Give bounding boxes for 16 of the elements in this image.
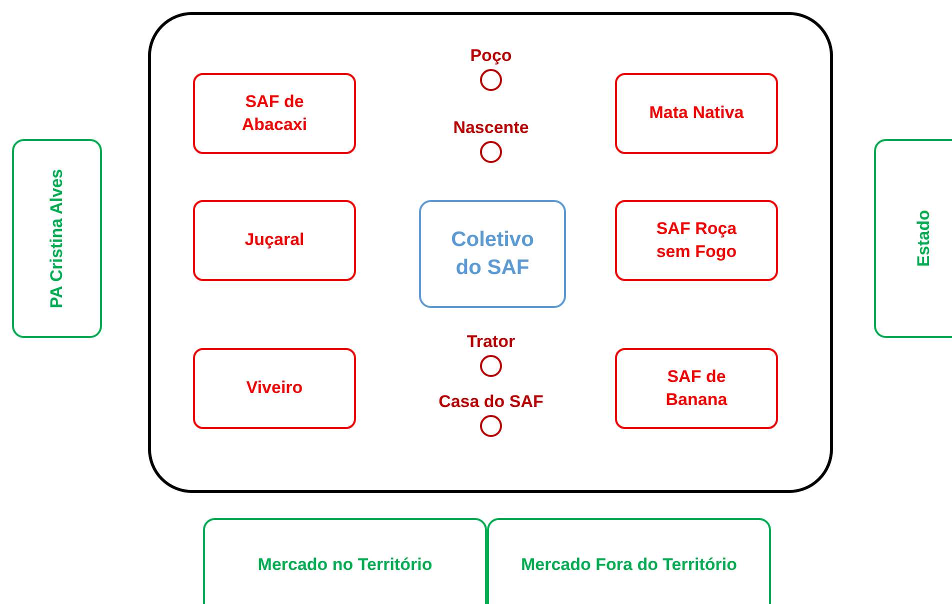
process-box: SAF de Abacaxi (193, 73, 356, 154)
process-box: SAF de Banana (615, 348, 778, 429)
process-box: Viveiro (193, 348, 356, 429)
node-label: Nascente (453, 117, 529, 139)
external-box: Mercado no Território (203, 518, 487, 604)
external-box: Mercado Fora do Território (487, 518, 771, 604)
external-box: Estado (874, 139, 952, 338)
process-box: Mata Nativa (615, 73, 778, 154)
central-box: Coletivo do SAF (419, 200, 566, 308)
process-box: Juçaral (193, 200, 356, 281)
node-label: Casa do SAF (438, 391, 544, 413)
node-label: Trator (466, 331, 516, 353)
frame-box (148, 12, 833, 493)
node-label: Poço (470, 45, 512, 67)
external-box: PA Cristina Alves (12, 139, 102, 338)
process-box: SAF Roça sem Fogo (615, 200, 778, 281)
